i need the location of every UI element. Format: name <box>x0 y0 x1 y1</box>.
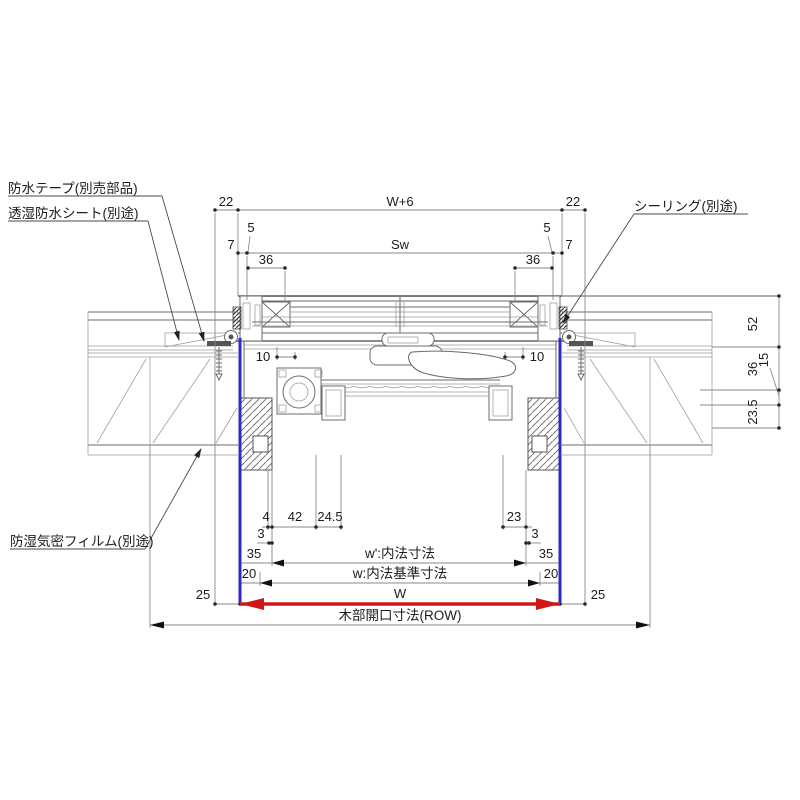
callout-leaders <box>8 195 748 550</box>
dim-left-5: 5 <box>247 220 254 235</box>
callout-waterproof-tape: 防水テープ(別売部品) <box>8 181 138 196</box>
dim-left-25: 25 <box>196 587 210 602</box>
screw-right <box>577 347 585 382</box>
dim-23: 23 <box>507 509 521 524</box>
dim-15: 15 <box>756 353 771 367</box>
dim-right-5: 5 <box>543 220 550 235</box>
dim-left-7: 7 <box>227 237 234 252</box>
dim-left-35: 35 <box>247 546 261 561</box>
dim-4: 4 <box>262 509 269 524</box>
roller-lock-body <box>276 367 323 415</box>
left-wall-section <box>87 311 238 456</box>
dim-top-left-22: 22 <box>219 194 233 209</box>
dim-right-35: 35 <box>539 546 553 561</box>
dim-right-3: 3 <box>531 526 538 541</box>
dim-left-20: 20 <box>242 566 256 581</box>
window-frame-section <box>207 295 779 471</box>
dim-left-10: 10 <box>256 349 270 364</box>
waterproof-tape-left <box>207 341 231 346</box>
red-w-dimension <box>240 598 560 610</box>
dim-42: 42 <box>288 509 302 524</box>
dim-left-36: 36 <box>259 252 273 267</box>
dimension-texts: 22 W+6 22 7 Sw 7 5 5 36 36 10 10 52 36 1… <box>196 194 771 623</box>
callout-moisture-film: 防湿気密フィルム(別途) <box>10 533 153 549</box>
dim-top-right-22: 22 <box>566 194 580 209</box>
dimension-arrows <box>150 559 650 629</box>
right-wall-section <box>562 311 713 456</box>
dim-23-5: 23.5 <box>745 399 760 424</box>
dim-36-vert: 36 <box>745 362 760 376</box>
crescent-lock <box>369 332 517 380</box>
label-w-prime: w':内法寸法 <box>364 546 435 561</box>
dim-right-7: 7 <box>565 237 572 252</box>
dimension-ticks <box>213 208 781 606</box>
dim-w: W <box>394 586 407 601</box>
glazing-spacer-left <box>261 301 291 328</box>
label-row: 木部開口寸法(ROW) <box>339 608 462 623</box>
mullion-block-right <box>488 385 513 421</box>
waterproof-tape-right <box>569 341 593 346</box>
dim-right-10: 10 <box>530 349 544 364</box>
dim-right-20: 20 <box>544 566 558 581</box>
interior-casing-right <box>527 397 561 471</box>
interior-casing-left <box>239 397 273 471</box>
callout-texts: 防水テープ(別売部品) 透湿防水シート(別途) シーリング(別途) 防湿気密フィ… <box>8 181 738 549</box>
label-w-base: w:内法基準寸法 <box>352 565 448 581</box>
callout-waterproof-sheet: 透湿防水シート(別途) <box>8 205 139 221</box>
screw-left <box>215 347 223 382</box>
dim-52: 52 <box>745 317 760 331</box>
dim-left-3: 3 <box>257 526 264 541</box>
sealing-strip-left <box>232 306 242 330</box>
callout-sealing: シーリング(別途) <box>634 198 738 214</box>
glazing-spacer-right <box>509 301 539 328</box>
dim-right-25: 25 <box>591 587 605 602</box>
dim-right-36: 36 <box>526 252 540 267</box>
mullion-block-left <box>321 385 346 421</box>
dim-24-5: 24.5 <box>317 509 342 524</box>
dim-sw: Sw <box>391 237 410 252</box>
dim-w-plus-6: W+6 <box>386 194 413 209</box>
